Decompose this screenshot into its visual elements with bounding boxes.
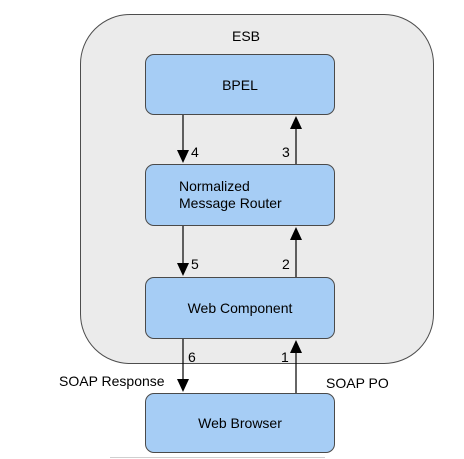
arrow-2-up [290, 227, 302, 277]
normalized-message-router-box: Normalized Message Router [145, 164, 335, 226]
arrow-4-label: 4 [191, 144, 199, 160]
arrow-5-label: 5 [191, 256, 199, 272]
bpel-box: BPEL [145, 54, 335, 115]
soap-po-label: SOAP PO [326, 375, 389, 391]
arrow-6-label: 6 [188, 349, 196, 365]
esb-label: ESB [232, 28, 261, 44]
arrow-6-down [177, 339, 189, 392]
nmr-label-line2: Message Router [179, 195, 282, 211]
arrow-3-up [290, 116, 302, 164]
soap-response-label: SOAP Response [59, 373, 165, 389]
web-browser-box: Web Browser [145, 393, 335, 453]
arrow-4-down [177, 115, 189, 163]
bottom-divider [110, 457, 325, 458]
arrow-3-label: 3 [282, 144, 290, 160]
arrow-1-up [290, 340, 302, 393]
web-component-box: Web Component [145, 277, 335, 339]
bpel-label: BPEL [222, 76, 258, 93]
arrow-1-label: 1 [281, 349, 289, 365]
arrow-2-label: 2 [282, 256, 290, 272]
web-component-label: Web Component [187, 300, 293, 316]
web-browser-label: Web Browser [198, 415, 282, 431]
nmr-label-line1: Normalized [179, 178, 250, 194]
arrow-5-down [177, 226, 189, 276]
